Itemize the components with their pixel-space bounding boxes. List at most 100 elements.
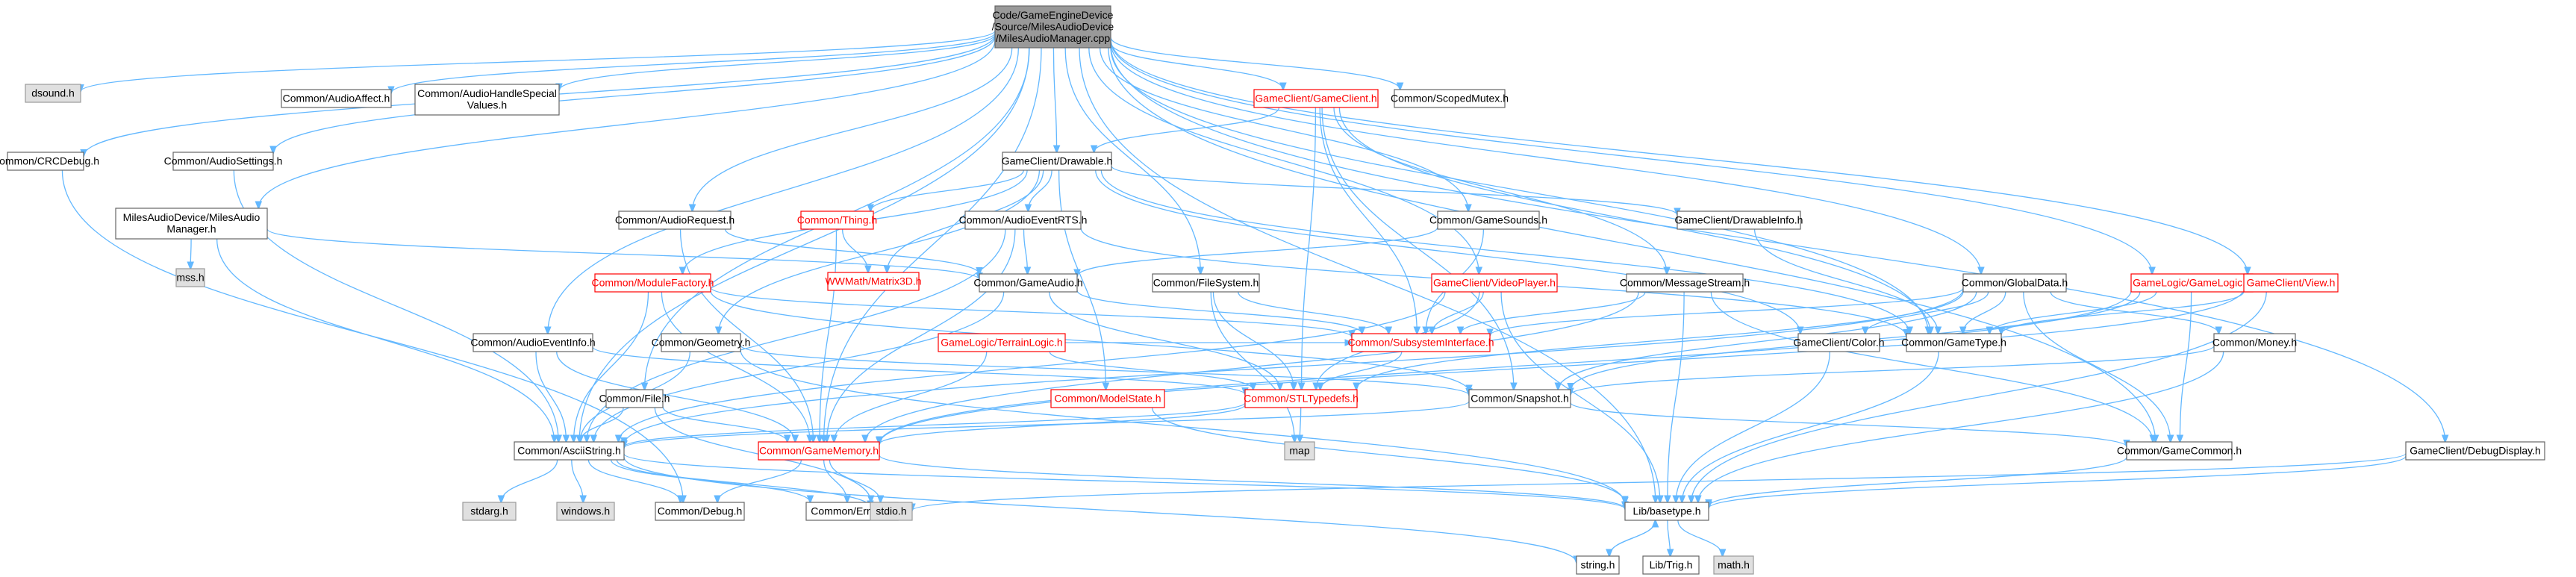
node-audioeventinfo[interactable]: Common/AudioEventInfo.h [470,333,596,352]
edge-root-to-globaldata [1110,42,1981,274]
node-mss: mss.h [175,268,205,287]
edge-gamesounds-to-gameaudio [1077,227,1438,276]
node-box-subsystem [1351,333,1491,352]
node-gamecommon[interactable]: Common/GameCommon.h [2117,441,2242,461]
node-stltypedefs[interactable]: Common/STLTypedefs.h [1244,389,1359,408]
node-geometry[interactable]: Common/Geometry.h [652,333,751,352]
node-drawable[interactable]: GameClient/Drawable.h [1002,152,1113,171]
node-milesmgr[interactable]: MilesAudioDevice/MilesAudioManager.h [115,208,268,240]
node-crcdebug[interactable]: Common/CRCDebug.h [0,152,99,171]
node-box-globaldata [1962,273,2067,293]
edge-root-to-milesmgr [258,40,996,208]
edge-gameclient-to-messagestream [1333,107,1667,274]
edge-asciistring-to-debug [587,459,680,502]
edge-root-to-audiosettings [273,36,996,154]
edge-terrainlogic-to-gamememory [834,351,988,442]
edge-audiorequest-to-gamememory [679,228,814,442]
node-globaldata[interactable]: Common/GlobalData.h [1962,273,2068,293]
node-gameaudio[interactable]: Common/GameAudio.h [973,273,1083,293]
edge-asciistring-to-errors [610,459,811,502]
node-drawableinfo[interactable]: GameClient/DrawableInfo.h [1675,210,1803,230]
node-box-audioeventinfo [473,333,593,352]
edge-gametype-to-basetype [1682,351,1939,502]
node-matrix3d[interactable]: WWMath/Matrix3D.h [825,272,922,291]
edge-money-to-snapshot [1571,345,2215,395]
edge-milesmgr-to-asciistring [216,238,555,442]
node-basetype[interactable]: Lib/basetype.h [1624,502,1709,521]
node-money[interactable]: Common/Money.h [2212,333,2297,352]
node-label-audioeventinfo-0: Common/AudioEventInfo.h [470,336,595,348]
node-box-crcdebug [7,152,84,171]
node-subsystem[interactable]: Common/SubsystemInterface.h [1347,333,1494,352]
node-root[interactable]: Code/GameEngineDevice/Source/MilesAudioD… [992,5,1114,49]
node-audiosettings[interactable]: Common/AudioSettings.h [164,152,283,171]
node-file[interactable]: Common/File.h [599,389,670,408]
edge-modulefactory-to-asciistring [574,291,649,442]
node-label-matrix3d-0: WWMath/Matrix3D.h [825,275,921,287]
edge-globaldata-to-money [2050,291,2218,334]
node-box-drawableinfo [1677,210,1801,230]
node-box-drawable [1002,152,1112,171]
node-gameclient[interactable]: GameClient/GameClient.h [1253,89,1379,108]
node-thing[interactable]: Common/Thing.h [797,210,877,230]
edge-money-to-basetype [1698,351,2224,502]
node-modelstate[interactable]: Common/ModelState.h [1050,389,1165,408]
edge-root-to-basetype [1079,47,1656,502]
node-box-messagestream [1626,273,1744,293]
node-label-terrainlogic-0: GameLogic/TerrainLogic.h [941,336,1062,348]
node-label-gamesounds-0: Common/GameSounds.h [1429,213,1547,225]
node-box-mss [175,268,205,287]
edge-globaldata-to-gametype [1963,291,2006,334]
node-gamelogic[interactable]: GameLogic/GameLogic.h [2130,273,2254,293]
edge-root-to-audioaffect [391,32,996,93]
node-debugdisplay[interactable]: GameClient/DebugDisplay.h [2405,441,2545,461]
node-label-drawable-0: GameClient/Drawable.h [1002,155,1113,166]
node-audioeventrts[interactable]: Common/AudioEventRTS.h [959,210,1088,230]
node-box-filesystem [1152,273,1260,293]
node-label-gamelogic-0: GameLogic/GameLogic.h [2133,276,2251,288]
node-terrainlogic[interactable]: GameLogic/TerrainLogic.h [938,333,1066,352]
node-box-gamesounds [1437,210,1540,230]
node-filesystem[interactable]: Common/FileSystem.h [1152,273,1260,293]
node-gametype[interactable]: Common/GameType.h [1901,333,2006,352]
node-gamesounds[interactable]: Common/GameSounds.h [1429,210,1547,230]
node-box-thing [800,210,874,230]
edge-gamememory-to-stdio [829,459,880,502]
node-box-geometry [661,333,741,352]
node-audioaffect[interactable]: Common/AudioAffect.h [281,89,392,108]
edge-gamememory-to-debug [717,459,802,502]
node-label-filesystem-0: Common/FileSystem.h [1153,276,1259,288]
node-box-audioeventrts [964,210,1082,230]
edge-videoplayer-to-subsystem [1432,291,1484,334]
node-box-map [1284,441,1315,461]
node-box-gametype [1906,333,2002,352]
node-box-color [1797,333,1880,352]
edge-audioeventinfo-to-stltypedefs [592,346,1245,395]
node-dsound: dsound.h [25,84,81,103]
node-label-videoplayer-0: GameClient/VideoPlayer.h [1433,276,1556,288]
node-color[interactable]: GameClient/Color.h [1793,333,1885,352]
node-box-stdio [870,502,913,521]
node-box-gamelogic [2130,273,2254,293]
node-snapshot[interactable]: Common/Snapshot.h [1468,389,1571,408]
node-view[interactable]: GameClient/View.h [2243,273,2339,293]
node-trig[interactable]: Lib/Trig.h [1642,555,1700,575]
node-audiorequest[interactable]: Common/AudioRequest.h [615,210,735,230]
node-stringh[interactable]: string.h [1576,555,1620,575]
node-box-snapshot [1468,389,1571,408]
node-label-gamememory-0: Common/GameMemory.h [759,444,879,456]
node-scopedmutex[interactable]: Common/ScopedMutex.h [1391,89,1509,108]
node-modulefactory[interactable]: Common/ModuleFactory.h [592,273,714,293]
node-label-debugdisplay-0: GameClient/DebugDisplay.h [2410,444,2541,456]
node-asciistring[interactable]: Common/AsciiString.h [514,441,625,461]
edge-milesmgr-to-gameaudio [266,228,979,280]
node-label-subsystem-0: Common/SubsystemInterface.h [1347,336,1494,348]
edge-snapshot-to-gamecommon [1570,402,2127,446]
node-math: math.h [1713,555,1754,575]
node-gamememory[interactable]: Common/GameMemory.h [758,441,880,461]
node-videoplayer[interactable]: GameClient/VideoPlayer.h [1431,273,1558,293]
edge-root-to-audioeventinfo [548,47,1020,334]
node-debug[interactable]: Common/Debug.h [655,502,745,521]
node-messagestream[interactable]: Common/MessageStream.h [1620,273,1750,293]
